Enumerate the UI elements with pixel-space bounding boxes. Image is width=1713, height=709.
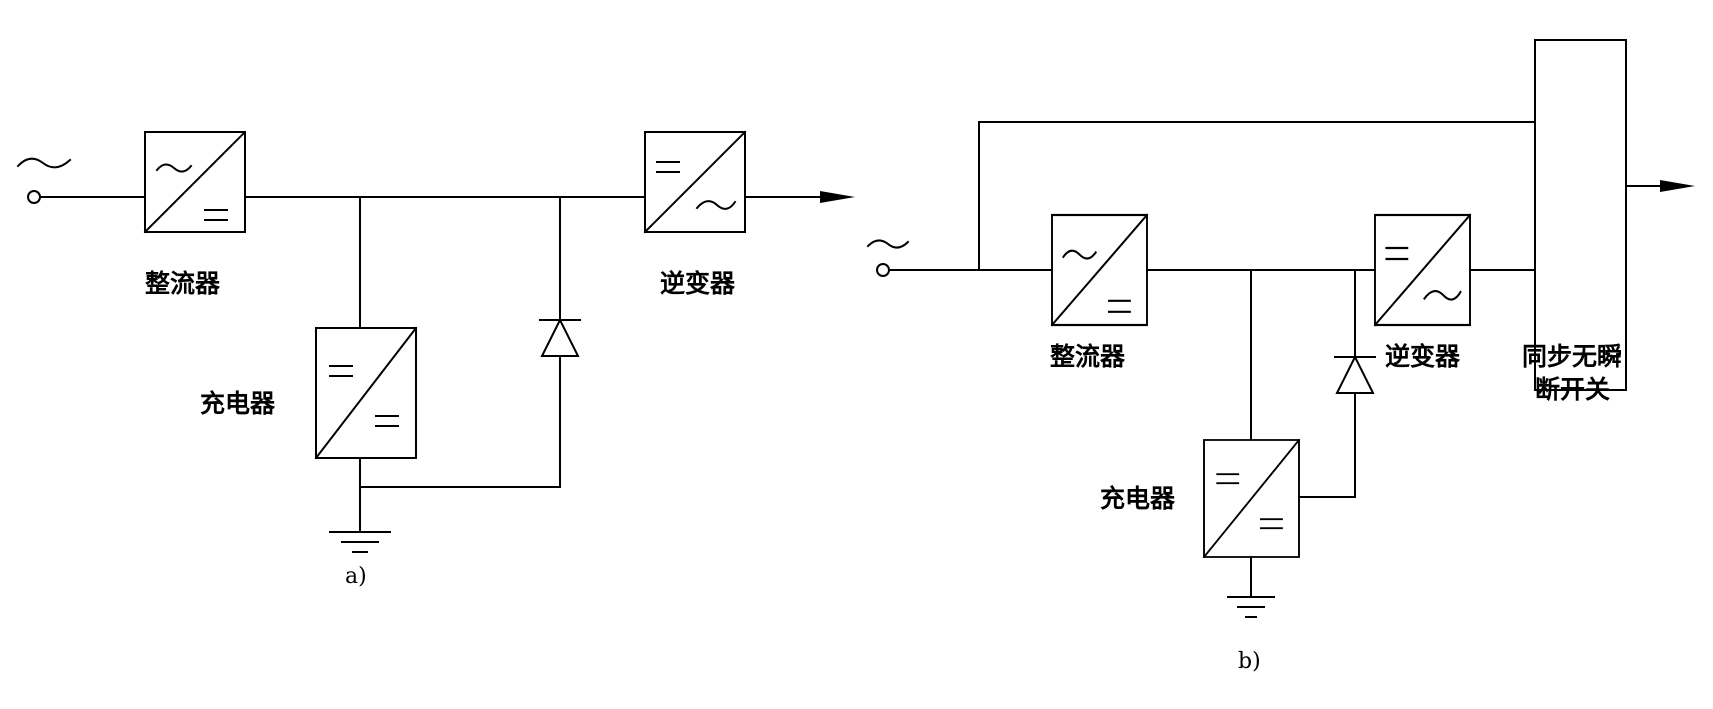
- ac-tilde-icon: [866, 239, 910, 249]
- ground-icon: [329, 531, 391, 553]
- static-switch: [1534, 39, 1627, 391]
- output-a: [744, 191, 855, 203]
- inverter-label-b: 逆变器: [1385, 342, 1461, 371]
- caption-a: a): [345, 564, 367, 589]
- static-switch-label-line1: 同步无瞬: [1522, 342, 1622, 371]
- inverter-a: [644, 131, 746, 233]
- rectifier-label-a: 整流器: [145, 269, 221, 298]
- arrow-icon: [1660, 180, 1695, 192]
- input-terminal: [27, 190, 41, 204]
- rectifier-b: [1050, 213, 1149, 327]
- charger-b: [1203, 439, 1300, 558]
- ground-icon: [1227, 596, 1275, 618]
- diagram-b: 整流器 逆变器 同步无瞬 断开关 充电器 b): [866, 39, 1695, 674]
- diode-icon: [1334, 354, 1376, 394]
- diode-icon: [539, 317, 581, 357]
- static-switch-label-line2: 断开关: [1535, 375, 1610, 404]
- rectifier-label-b: 整流器: [1050, 342, 1126, 371]
- diagram-a: 整流器 逆变器 充电器 a): [16, 131, 855, 589]
- rectifier-a: [144, 131, 246, 233]
- output-b: [1625, 180, 1695, 192]
- caption-b: b): [1238, 649, 1261, 674]
- charger-a: [315, 327, 417, 459]
- bypass-wire-b: [978, 121, 1536, 271]
- ac-source-b: [866, 239, 910, 277]
- arrow-icon: [820, 191, 855, 203]
- input-terminal: [876, 263, 890, 277]
- inverter-b: [1373, 213, 1472, 327]
- diode-return-b: [1298, 392, 1356, 498]
- charger-label-a: 充电器: [200, 389, 276, 418]
- charger-label-b: 充电器: [1100, 484, 1176, 513]
- ac-tilde-icon: [16, 157, 72, 169]
- inverter-label-a: 逆变器: [660, 269, 736, 298]
